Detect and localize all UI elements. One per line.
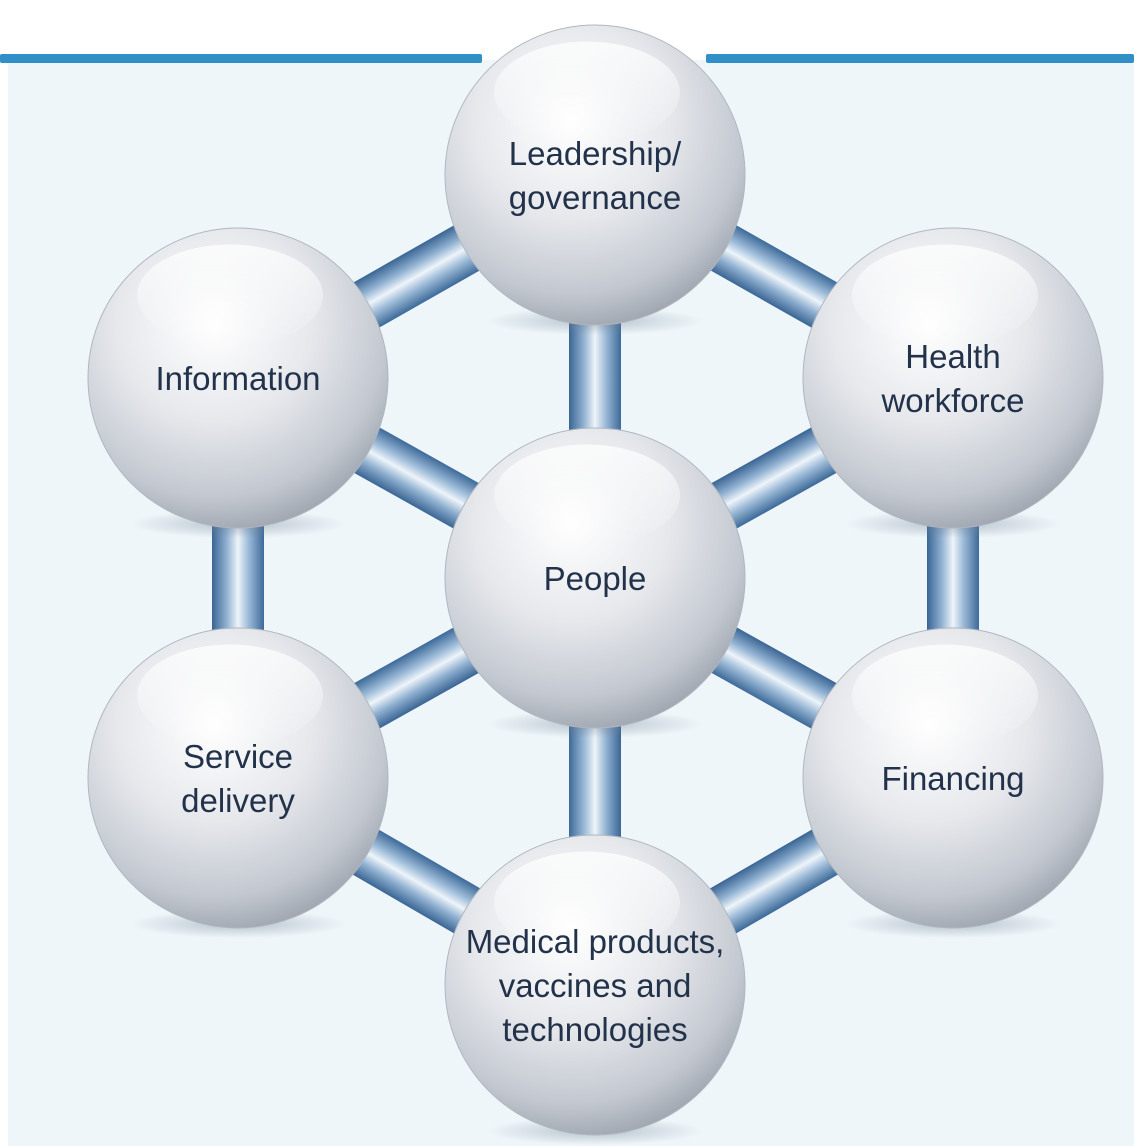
node-medical-label-line-2: vaccines and [499, 967, 692, 1004]
node-workforce-label-line-2: workforce [880, 382, 1024, 419]
node-workforce: Health workforce [802, 227, 1104, 538]
node-people-label-line-1: People [544, 560, 647, 597]
node-service-label-line-2: delivery [181, 782, 295, 819]
header-rule-right [706, 54, 1134, 63]
node-medical-label-line-3: technologies [502, 1011, 687, 1048]
node-people: People [444, 427, 746, 738]
node-workforce-label-line-1: Health [905, 338, 1000, 375]
node-service: Service delivery [87, 627, 389, 938]
node-leadership-label-line-2: governance [509, 179, 681, 216]
node-service-label-line-1: Service [183, 738, 293, 775]
node-leadership: Leadership/governance [444, 24, 746, 335]
node-medical: Medical products, vaccines and technologie… [444, 834, 746, 1145]
header-rule-left [0, 54, 482, 63]
node-information: Information [87, 227, 389, 538]
node-financing-label-line-1: Financing [881, 760, 1024, 797]
node-information-label-line-1: Information [155, 360, 320, 397]
node-financing: Financing [802, 627, 1104, 938]
node-leadership-label-line-1: Leadership/ [509, 135, 682, 172]
node-medical-label-line-1: Medical products, [466, 923, 725, 960]
